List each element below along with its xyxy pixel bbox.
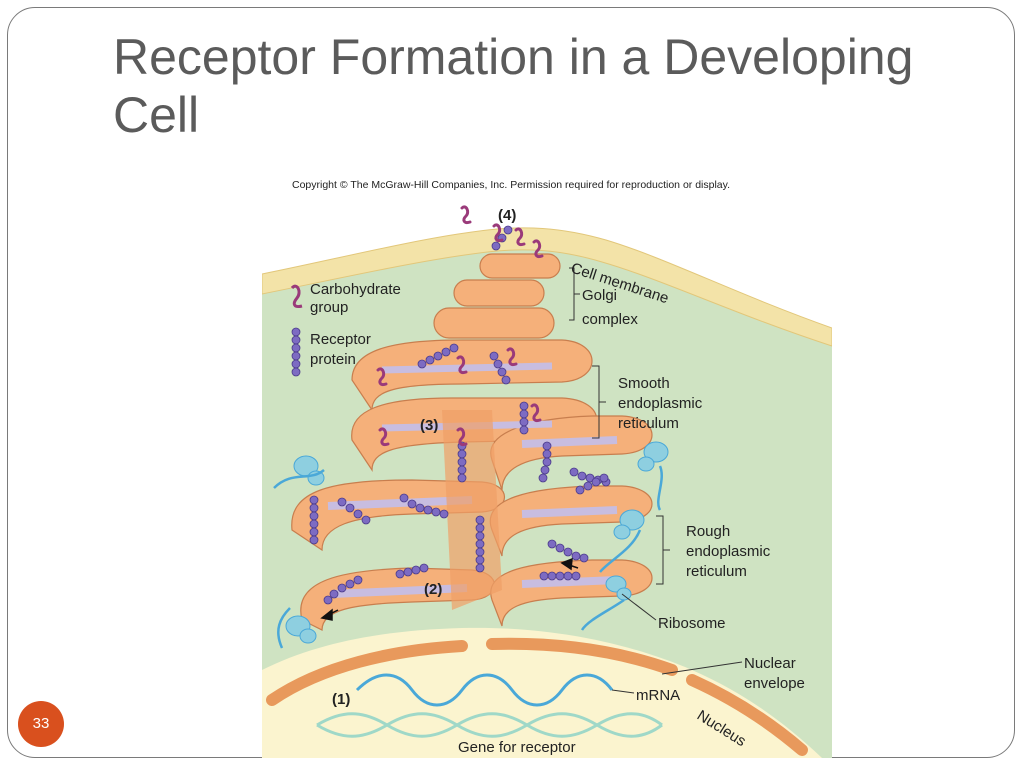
label-golgi-line1: Golgi <box>582 287 617 304</box>
legend <box>290 284 303 377</box>
label-ser-line2: endoplasmic <box>618 395 703 412</box>
copyright-notice: Copyright © The McGraw-Hill Companies, I… <box>292 179 730 191</box>
label-ser-line1: Smooth <box>618 375 670 392</box>
label-rer-line1: Rough <box>686 523 730 540</box>
receptor-protein-chains <box>309 225 611 605</box>
label-rer-line2: endoplasmic <box>686 543 771 560</box>
cytoplasmic-mrna <box>273 465 663 649</box>
legend-carbohydrate-line2: group <box>310 299 348 316</box>
nuclear-envelope <box>266 640 468 706</box>
mrna-strand <box>355 673 614 707</box>
slide-title: Receptor Formation in a Developing Cell <box>113 29 914 143</box>
label-nuclear-envelope-line1: Nuclear <box>744 655 796 672</box>
legend-receptor-line1: Receptor <box>310 331 371 348</box>
flow-arrows <box>320 557 579 621</box>
ribosomes <box>285 441 669 644</box>
label-golgi-line2: complex <box>582 311 638 328</box>
label-nuclear-envelope-line2: envelope <box>744 675 805 692</box>
label-leaders <box>569 267 743 675</box>
gene-dna-helix <box>316 712 663 738</box>
legend-receptor-line2: protein <box>310 351 356 368</box>
golgi-complex <box>433 253 561 339</box>
er-central-channel <box>442 410 502 610</box>
legend-carbohydrate-line1: Carbohydrate <box>310 281 401 298</box>
label-ser-line3: reticulum <box>618 415 679 432</box>
carbohydrate-legend-icon <box>290 284 303 308</box>
page-number-badge: 33 <box>18 701 64 747</box>
receptor-formation-diagram: Copyright © The McGraw-Hill Companies, I… <box>262 170 832 758</box>
label-rer-line3: reticulum <box>686 563 747 580</box>
label-mrna: mRNA <box>636 687 680 704</box>
nucleus <box>262 627 822 758</box>
label-ribosome: Ribosome <box>658 615 726 632</box>
step-3: (3) <box>420 417 438 434</box>
step-4: (4) <box>498 207 516 224</box>
carbohydrate-groups <box>376 205 544 446</box>
cell-membrane-band <box>262 227 832 347</box>
receptor-legend-icon <box>291 327 301 377</box>
label-gene: Gene for receptor <box>458 739 576 756</box>
step-1: (1) <box>332 691 350 708</box>
step-2: (2) <box>424 581 442 598</box>
